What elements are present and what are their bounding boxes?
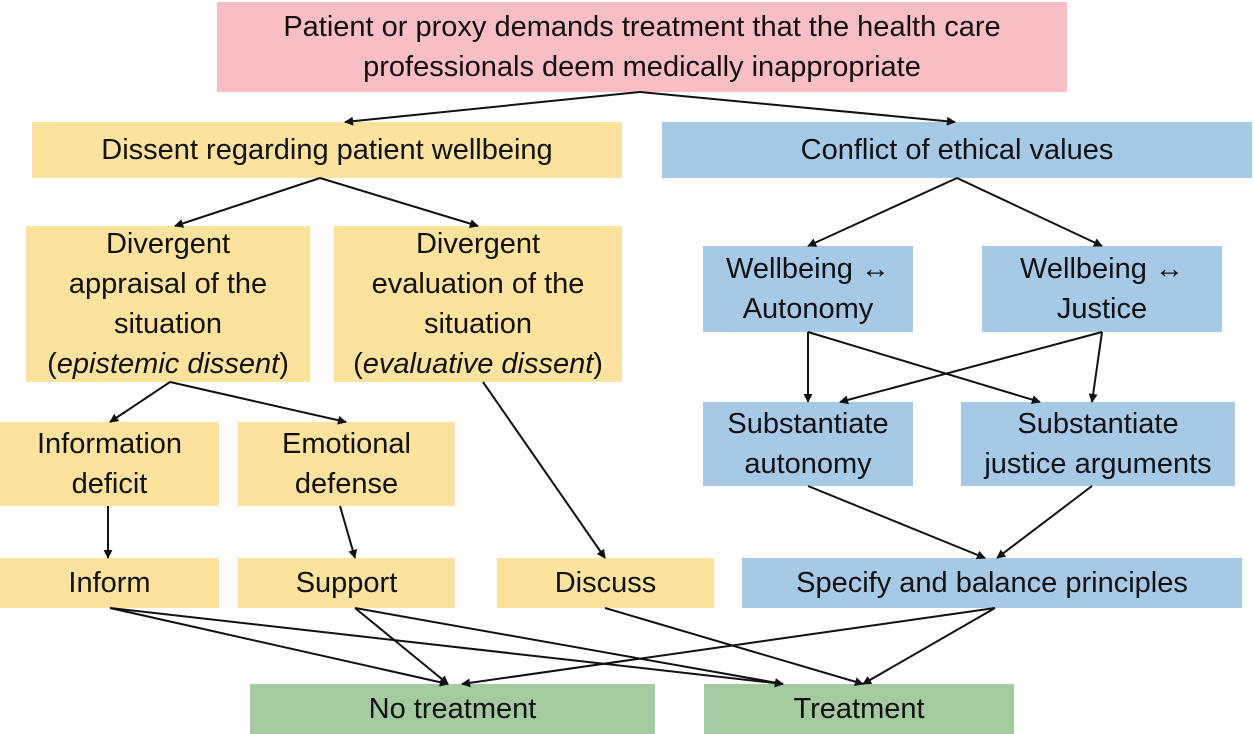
node-divergent-evaluation-line1: Divergent bbox=[415, 228, 541, 260]
node-divergent-evaluation-line3: situation bbox=[423, 308, 532, 340]
epistemic-dissent-label: epistemic dissent bbox=[56, 348, 280, 380]
node-discuss-label: Discuss bbox=[554, 567, 657, 599]
node-wellbeing-justice-line1: Wellbeing ↔ bbox=[1020, 253, 1184, 285]
node-wellbeing-justice-line2: Justice bbox=[1056, 293, 1148, 325]
node-emotional-defense: Emotional defense bbox=[238, 422, 455, 506]
arrow-appraisal-to-emotional bbox=[169, 381, 347, 425]
arrow-dissent-to-evaluation bbox=[319, 177, 479, 228]
arrow-conflict-to-wb-justice bbox=[956, 177, 1103, 247]
arrow-emotional-to-support bbox=[339, 505, 358, 559]
node-substantiate-justice-line2: justice arguments bbox=[984, 448, 1212, 480]
node-inform-label: Inform bbox=[68, 567, 151, 599]
node-no-treatment: No treatment bbox=[250, 684, 655, 734]
arrow-support-to-treatment bbox=[354, 607, 784, 688]
arrow-wb-justice-to-sub-autonomy bbox=[839, 331, 1103, 405]
node-specify-balance: Specify and balance principles bbox=[742, 558, 1242, 608]
node-emotional-defense-line1: Emotional bbox=[282, 428, 411, 460]
node-information-deficit-line2: deficit bbox=[71, 468, 148, 500]
node-divergent-evaluation: Divergent evaluation of the situation (e… bbox=[334, 226, 622, 382]
arrow-wb-justice-to-sub-justice bbox=[1088, 331, 1103, 403]
node-treatment: Treatment bbox=[704, 684, 1014, 734]
node-discuss: Discuss bbox=[497, 558, 714, 608]
node-no-treatment-label: No treatment bbox=[368, 693, 537, 725]
node-inform: Inform bbox=[0, 558, 219, 608]
node-substantiate-justice-line1: Substantiate bbox=[1017, 408, 1179, 440]
node-divergent-appraisal: Divergent appraisal of the situation (ep… bbox=[26, 226, 310, 382]
node-treatment-label: Treatment bbox=[793, 693, 925, 725]
node-dissent-wellbeing-label: Dissent regarding patient wellbeing bbox=[101, 134, 553, 166]
arrow-sub-justice-to-specify bbox=[996, 485, 1093, 559]
node-divergent-evaluation-line4: (evaluative dissent) bbox=[353, 344, 603, 384]
node-emotional-defense-line2: defense bbox=[294, 468, 399, 500]
node-divergent-appraisal-line4: (epistemic dissent) bbox=[47, 344, 289, 384]
arrow-evaluation-to-discuss bbox=[482, 381, 606, 559]
node-divergent-appraisal-line2: appraisal of the bbox=[68, 268, 268, 300]
arrow-wb-autonomy-to-sub-justice bbox=[807, 331, 1041, 404]
arrow-support-to-no-treatment bbox=[354, 607, 449, 685]
node-support-label: Support bbox=[295, 567, 398, 599]
arrow-appraisal-to-info-deficit bbox=[109, 381, 171, 423]
node-support: Support bbox=[238, 558, 455, 608]
node-patient-demand-line1: Patient or proxy demands treatment that … bbox=[283, 11, 1001, 43]
paren-close: ) bbox=[593, 348, 603, 380]
node-divergent-appraisal-line1: Divergent bbox=[105, 228, 231, 260]
arrow-conflict-to-wb-autonomy bbox=[807, 177, 958, 247]
node-wellbeing-justice: Wellbeing ↔ Justice bbox=[982, 246, 1222, 332]
node-conflict-ethical-values-label: Conflict of ethical values bbox=[800, 134, 1114, 166]
node-dissent-wellbeing: Dissent regarding patient wellbeing bbox=[32, 122, 622, 178]
node-conflict-ethical-values: Conflict of ethical values bbox=[662, 122, 1252, 178]
node-specify-balance-label: Specify and balance principles bbox=[796, 567, 1188, 599]
node-substantiate-justice: Substantiate justice arguments bbox=[961, 402, 1235, 486]
paren-close: ) bbox=[279, 348, 289, 380]
paren-open: ( bbox=[353, 348, 363, 380]
node-substantiate-autonomy: Substantiate autonomy bbox=[703, 402, 913, 486]
node-substantiate-autonomy-line1: Substantiate bbox=[727, 408, 889, 440]
node-substantiate-autonomy-line2: autonomy bbox=[744, 448, 872, 480]
arrow-specify-to-no-treatment bbox=[461, 607, 996, 688]
node-patient-demand-line2: professionals deem medically inappropria… bbox=[363, 51, 921, 83]
node-divergent-appraisal-line3: situation bbox=[113, 308, 222, 340]
arrow-specify-to-treatment bbox=[862, 607, 996, 685]
node-wellbeing-autonomy: Wellbeing ↔ Autonomy bbox=[703, 246, 913, 332]
node-divergent-evaluation-line2: evaluation of the bbox=[371, 268, 585, 300]
node-information-deficit-line1: Information bbox=[36, 428, 183, 460]
node-wellbeing-autonomy-line1: Wellbeing ↔ bbox=[726, 253, 890, 285]
arrow-top-to-dissent bbox=[344, 91, 641, 126]
arrow-sub-autonomy-to-specify bbox=[807, 485, 986, 560]
paren-open: ( bbox=[47, 348, 57, 380]
arrow-inform-to-treatment bbox=[109, 607, 784, 688]
node-information-deficit: Information deficit bbox=[0, 422, 219, 506]
evaluative-dissent-label: evaluative dissent bbox=[362, 348, 594, 380]
arrow-inform-to-no-treatment bbox=[109, 607, 449, 687]
node-patient-demand: Patient or proxy demands treatment that … bbox=[217, 2, 1067, 92]
arrow-dissent-to-appraisal bbox=[174, 177, 321, 228]
arrow-top-to-conflict bbox=[639, 91, 956, 126]
node-wellbeing-autonomy-line2: Autonomy bbox=[742, 293, 874, 325]
